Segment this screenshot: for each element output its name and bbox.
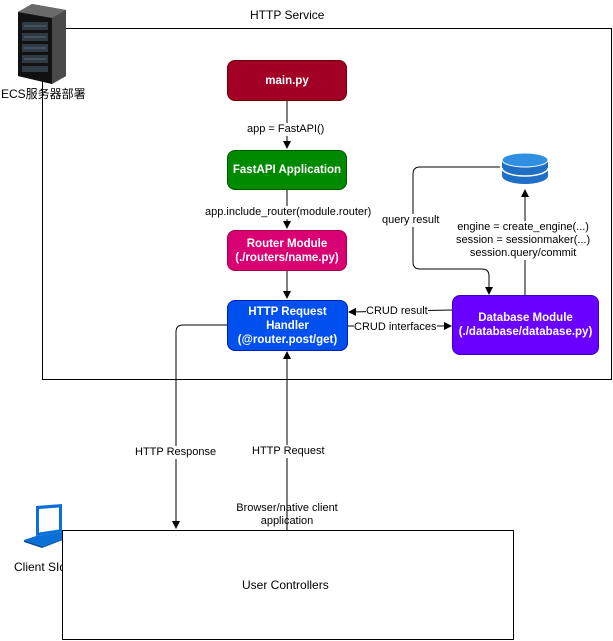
edge-http-response xyxy=(172,324,228,529)
edge-query-result xyxy=(412,166,500,295)
client-box xyxy=(62,530,514,640)
edge-label-app-fastapi: app = FastAPI() xyxy=(247,123,325,136)
client-box-content: User Controllers xyxy=(242,578,329,592)
main-py-label: main.py xyxy=(265,74,309,87)
database-module-node: Database Module (./database/database.py) xyxy=(452,295,599,355)
database-cylinder-icon xyxy=(500,152,550,186)
database-module-title: Database Module xyxy=(478,312,573,324)
client-side-label: Client SIde xyxy=(14,560,73,574)
router-module-path: (./routers/name.py) xyxy=(235,251,339,264)
engine-line-3: session.query/commit xyxy=(469,247,577,259)
http-request-handler-node: HTTP Request Handler (@router.post/get) xyxy=(227,300,348,351)
handler-title-line1: HTTP Request xyxy=(248,305,327,318)
engine-line-1: engine = create_engine(...) xyxy=(457,221,589,233)
http-service-frame xyxy=(42,28,612,380)
edge-label-query-result: query result xyxy=(382,214,440,227)
client-box-caption: Browser/native client application xyxy=(236,502,338,527)
edge-label-crud-interfaces: CRUD interfaces xyxy=(354,321,437,334)
fastapi-application-label: FastAPI Application xyxy=(232,164,342,176)
engine-line-2: session = sessionmaker(...) xyxy=(456,234,591,246)
edge-label-include-router: app.include_router(module.router) xyxy=(205,206,372,219)
edge-label-crud-result: CRUD result xyxy=(366,305,428,318)
server-label: ECS服务器部署 xyxy=(1,87,86,101)
laptop-icon xyxy=(22,502,70,550)
router-module-node: Router Module (./routers/name.py) xyxy=(227,230,347,271)
router-module-title: Router Module xyxy=(246,237,328,250)
edge-label-engine: engine = create_engine(...) session = se… xyxy=(456,221,591,260)
edge-label-http-response: HTTP Response xyxy=(135,446,217,459)
fastapi-application-node: FastAPI Application xyxy=(227,150,347,190)
http-service-title: HTTP Service xyxy=(250,8,325,22)
server-rack-icon xyxy=(14,2,70,84)
database-module-path: (./database/database.py) xyxy=(458,326,593,338)
handler-title-line2: Handler xyxy=(266,319,309,332)
handler-decorator: (@router.post/get) xyxy=(237,333,338,346)
edge-label-http-request: HTTP Request xyxy=(252,445,325,458)
main-py-node: main.py xyxy=(227,60,347,101)
